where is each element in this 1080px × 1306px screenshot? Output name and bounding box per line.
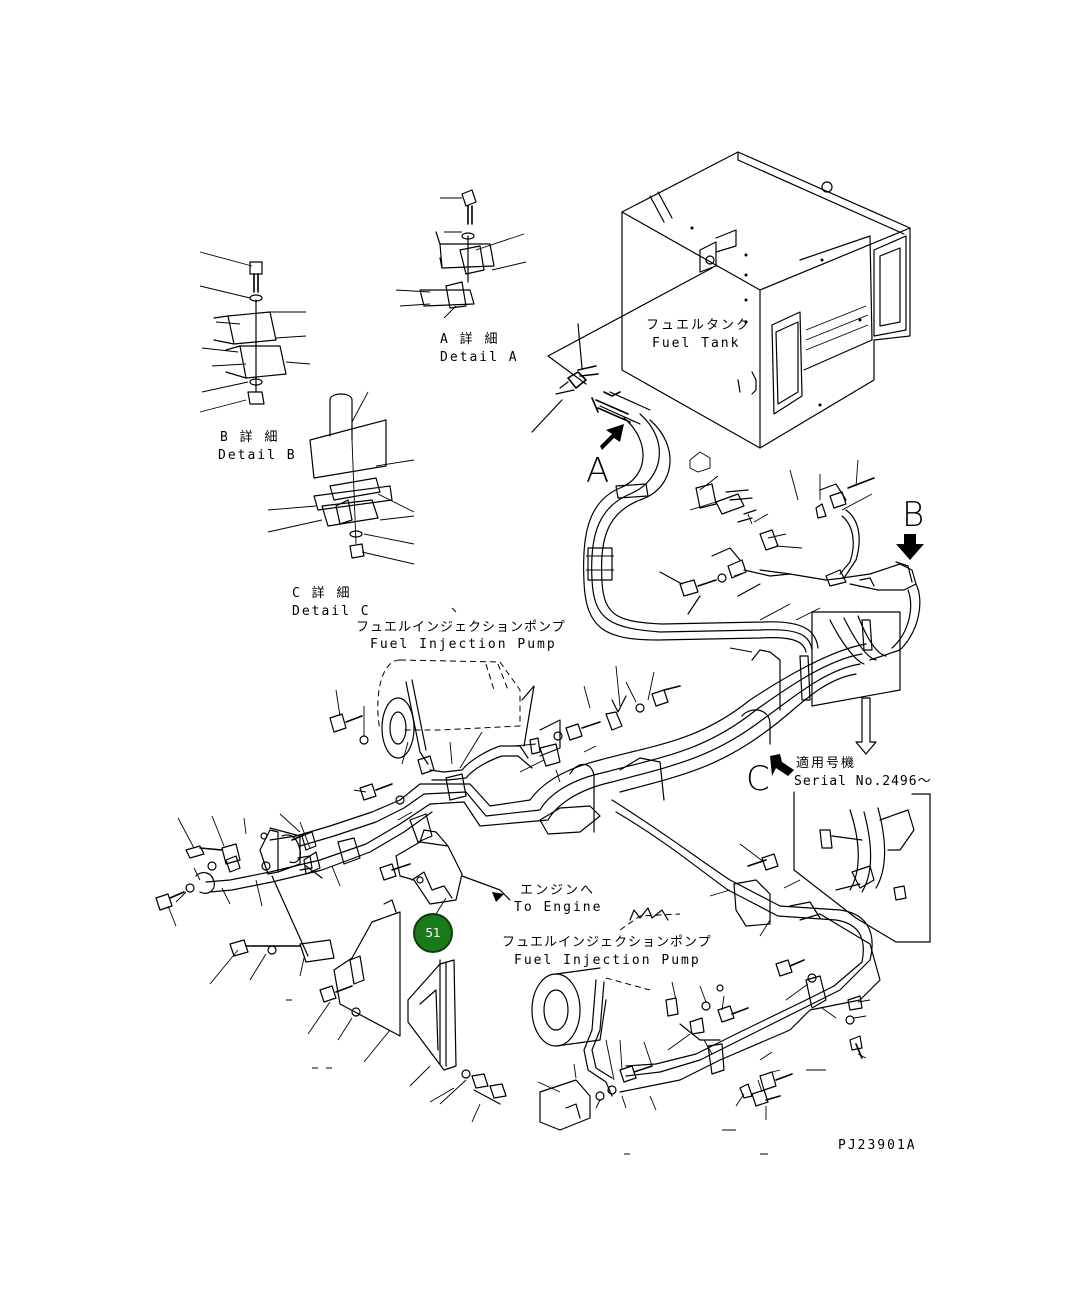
- view-arrow-b: [896, 534, 924, 560]
- view-letter-c: C: [746, 759, 770, 799]
- label-detail-c-jp: C 詳 細: [292, 586, 352, 601]
- label-pump2-jp: フュエルインジェクションポンプ: [502, 935, 712, 950]
- callout-51[interactable]: 51: [413, 913, 453, 953]
- label-serial-jp: 適用号機: [796, 756, 857, 771]
- lower-brackets: [229, 899, 507, 1105]
- label-fuel-tank-jp: フュエルタンク: [646, 318, 752, 333]
- label-pump1-jp: フュエルインジェクションポンプ: [356, 620, 566, 635]
- small-hardware-upper-right: [659, 477, 875, 615]
- detail-b-drawing: [213, 261, 287, 405]
- label-pump2-en: Fuel Injection Pump: [514, 953, 701, 968]
- detail-a-drawing: [419, 189, 495, 309]
- view-letter-b: B: [902, 495, 925, 535]
- serial-arrow: [855, 697, 877, 755]
- label-to-engine-jp: エンジンへ: [520, 883, 596, 898]
- fuel-injection-pump-1: [377, 659, 521, 775]
- tank-fittings: [531, 323, 651, 433]
- view-arrow-c: [770, 754, 794, 776]
- label-pump1-en: Fuel Injection Pump: [370, 637, 557, 652]
- label-detail-c-en: Detail C: [292, 604, 371, 619]
- detail-c-drawing: [309, 393, 393, 559]
- filter-bracket-left: [155, 827, 323, 957]
- label-to-engine-en: To Engine: [514, 900, 603, 915]
- label-serial-en: Serial No.2496～: [794, 774, 932, 789]
- label-detail-a-jp: A 詳 細: [440, 332, 500, 347]
- drawing-id: PJ23901A: [838, 1138, 917, 1153]
- pump1-hardware: [329, 685, 681, 805]
- label-detail-b-jp: B 詳 細: [220, 430, 280, 445]
- label-detail-a-en: Detail A: [440, 350, 519, 365]
- fuel-tank: [621, 151, 911, 473]
- fuel-lines: [205, 413, 881, 1093]
- label-detail-b-en: Detail B: [218, 448, 297, 463]
- leader-lines: [167, 197, 873, 1123]
- line-to-b: [759, 509, 921, 661]
- view-letter-a: A: [586, 451, 610, 491]
- engine-bracket: [379, 829, 511, 905]
- view-arrow-a: [600, 424, 624, 450]
- bottom-fragments: [286, 607, 826, 1155]
- serial-detail-box: [793, 791, 931, 943]
- label-fuel-tank-en: Fuel Tank: [652, 336, 741, 351]
